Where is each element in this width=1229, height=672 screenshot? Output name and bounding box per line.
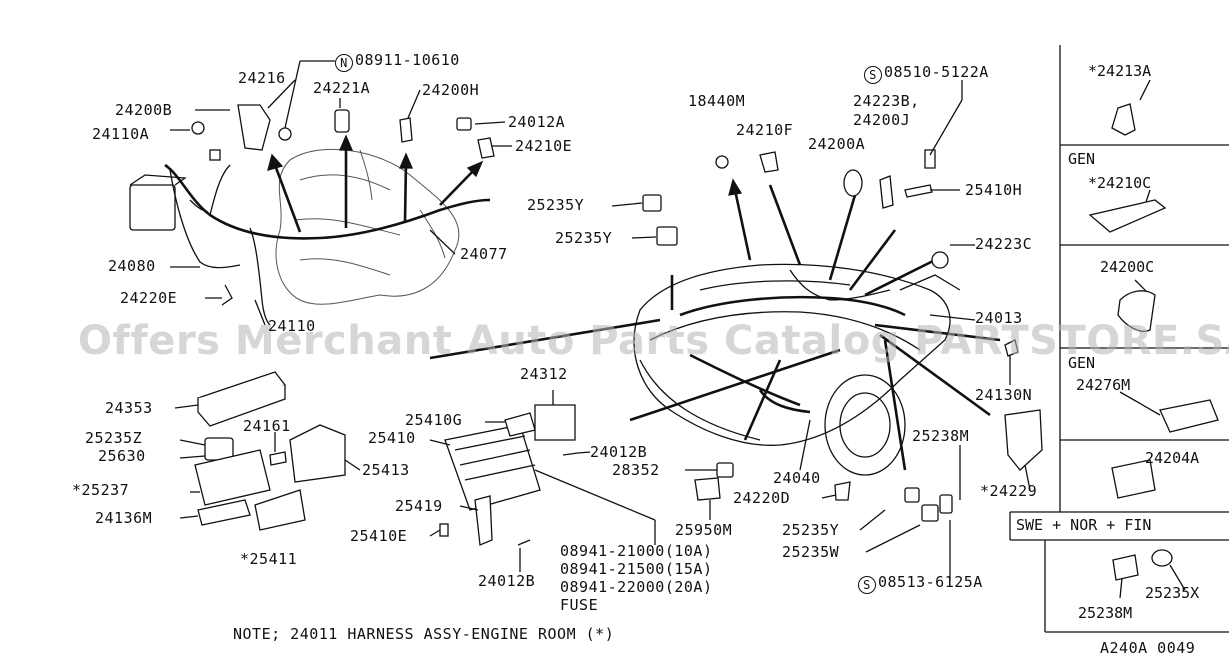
part-label-24223c: 24223C	[975, 235, 1033, 253]
fuse-box-parts	[194, 371, 579, 546]
inset-label-24213a: *24213A	[1088, 62, 1152, 80]
part-label-25235y-2: 25235Y	[555, 229, 613, 247]
inset-part-glyphs	[1088, 103, 1219, 581]
note-text: NOTE; 24011 HARNESS ASSY-ENGINE ROOM (*)	[233, 625, 615, 643]
harness-wires-left	[164, 163, 491, 326]
n-symbol: N	[335, 54, 353, 72]
inset-label-24276m: 24276M	[1076, 376, 1131, 394]
part-label-24012a: 24012A	[508, 113, 566, 131]
inset-label-24210c: *24210C	[1088, 174, 1152, 192]
part-label-25238m: 25238M	[912, 427, 970, 445]
engine-transmission-drawing	[129, 148, 460, 305]
inset-label-swe-nor-fin: SWE + NOR + FIN	[1016, 516, 1152, 534]
part-label-25235y-3: 25235Y	[782, 521, 840, 539]
vehicle-engine-room-drawing	[633, 263, 961, 476]
part-label-08941-15a: 08941-21500(15A)	[560, 560, 713, 578]
part-label-28352: 28352	[612, 461, 660, 479]
part-label-24221a: 24221A	[313, 79, 371, 97]
inset-label-24200c: 24200C	[1100, 258, 1155, 276]
part-label-24077: 24077	[460, 245, 508, 263]
part-label-25235y-1: 25235Y	[527, 196, 585, 214]
inset-frame	[1009, 45, 1229, 633]
part-label-24012b-2: 24012B	[478, 572, 536, 590]
part-label-08941-10a: 08941-21000(10A)	[560, 542, 713, 560]
part-label-25410g: 25410G	[405, 411, 463, 429]
small-parts-right	[642, 149, 1043, 522]
inset-label-24204a: 24204A	[1145, 449, 1200, 467]
inset-label-25238m: 25238M	[1078, 604, 1133, 622]
part-label-24040: 24040	[773, 469, 821, 487]
watermark-text: Offers Merchant Auto Parts Catalog PARTS…	[78, 318, 1229, 364]
part-label-25630: 25630	[98, 447, 146, 465]
part-label-24216: 24216	[238, 69, 286, 87]
pointer-arrows-right	[629, 178, 1001, 471]
part-label-25419: 25419	[395, 497, 443, 515]
part-label-25410: 25410	[368, 429, 416, 447]
part-label-24200b: 24200B	[115, 101, 173, 119]
fuse-label: FUSE	[560, 596, 599, 614]
part-label-24161: 24161	[243, 417, 291, 435]
part-label-25237: *25237	[72, 481, 130, 499]
s-symbol: S	[858, 576, 876, 594]
part-label-24223b: 24223B,	[853, 92, 920, 110]
part-label-24229: *24229	[980, 482, 1038, 500]
part-label-24220d: 24220D	[733, 489, 791, 507]
part-label-24220e: 24220E	[120, 289, 178, 307]
inset-label-gen-2: GEN	[1068, 354, 1096, 372]
inset-label-gen-1: GEN	[1068, 150, 1096, 168]
leader-lines	[170, 60, 1186, 599]
part-label-24080: 24080	[108, 257, 156, 275]
part-label-25950m: 25950M	[675, 521, 733, 539]
part-label-25235z: 25235Z	[85, 429, 143, 447]
part-label-24110: 24110	[268, 317, 316, 335]
part-label-24210f: 24210F	[736, 121, 794, 139]
part-label-25411: *25411	[240, 550, 298, 568]
part-label-24353: 24353	[105, 399, 153, 417]
part-label-24110a: 24110A	[92, 125, 150, 143]
part-label-24200h: 24200H	[422, 81, 480, 99]
inset-label-25235x: 25235X	[1145, 584, 1200, 602]
part-label-24200j: 24200J	[853, 111, 911, 129]
part-label-24136m: 24136M	[95, 509, 153, 527]
part-label-25235w: 25235W	[782, 543, 840, 561]
part-label-25410h: 25410H	[965, 181, 1023, 199]
part-label-24013: 24013	[975, 309, 1023, 327]
small-parts-left	[191, 104, 495, 306]
pointer-arrows-left	[267, 134, 661, 360]
diagram-code: A240A 0049	[1100, 639, 1196, 657]
part-label-25413: 25413	[362, 461, 410, 479]
part-label-24200a: 24200A	[808, 135, 866, 153]
part-label-25410e: 25410E	[350, 527, 408, 545]
part-label-18440m: 18440M	[688, 92, 746, 110]
part-label-24312: 24312	[520, 365, 568, 383]
part-label-24210e: 24210E	[515, 137, 573, 155]
part-label-24012b-1: 24012B	[590, 443, 648, 461]
s-symbol: S	[864, 66, 882, 84]
part-label-24130n: 24130N	[975, 386, 1033, 404]
part-label-08941-20a: 08941-22000(20A)	[560, 578, 713, 596]
